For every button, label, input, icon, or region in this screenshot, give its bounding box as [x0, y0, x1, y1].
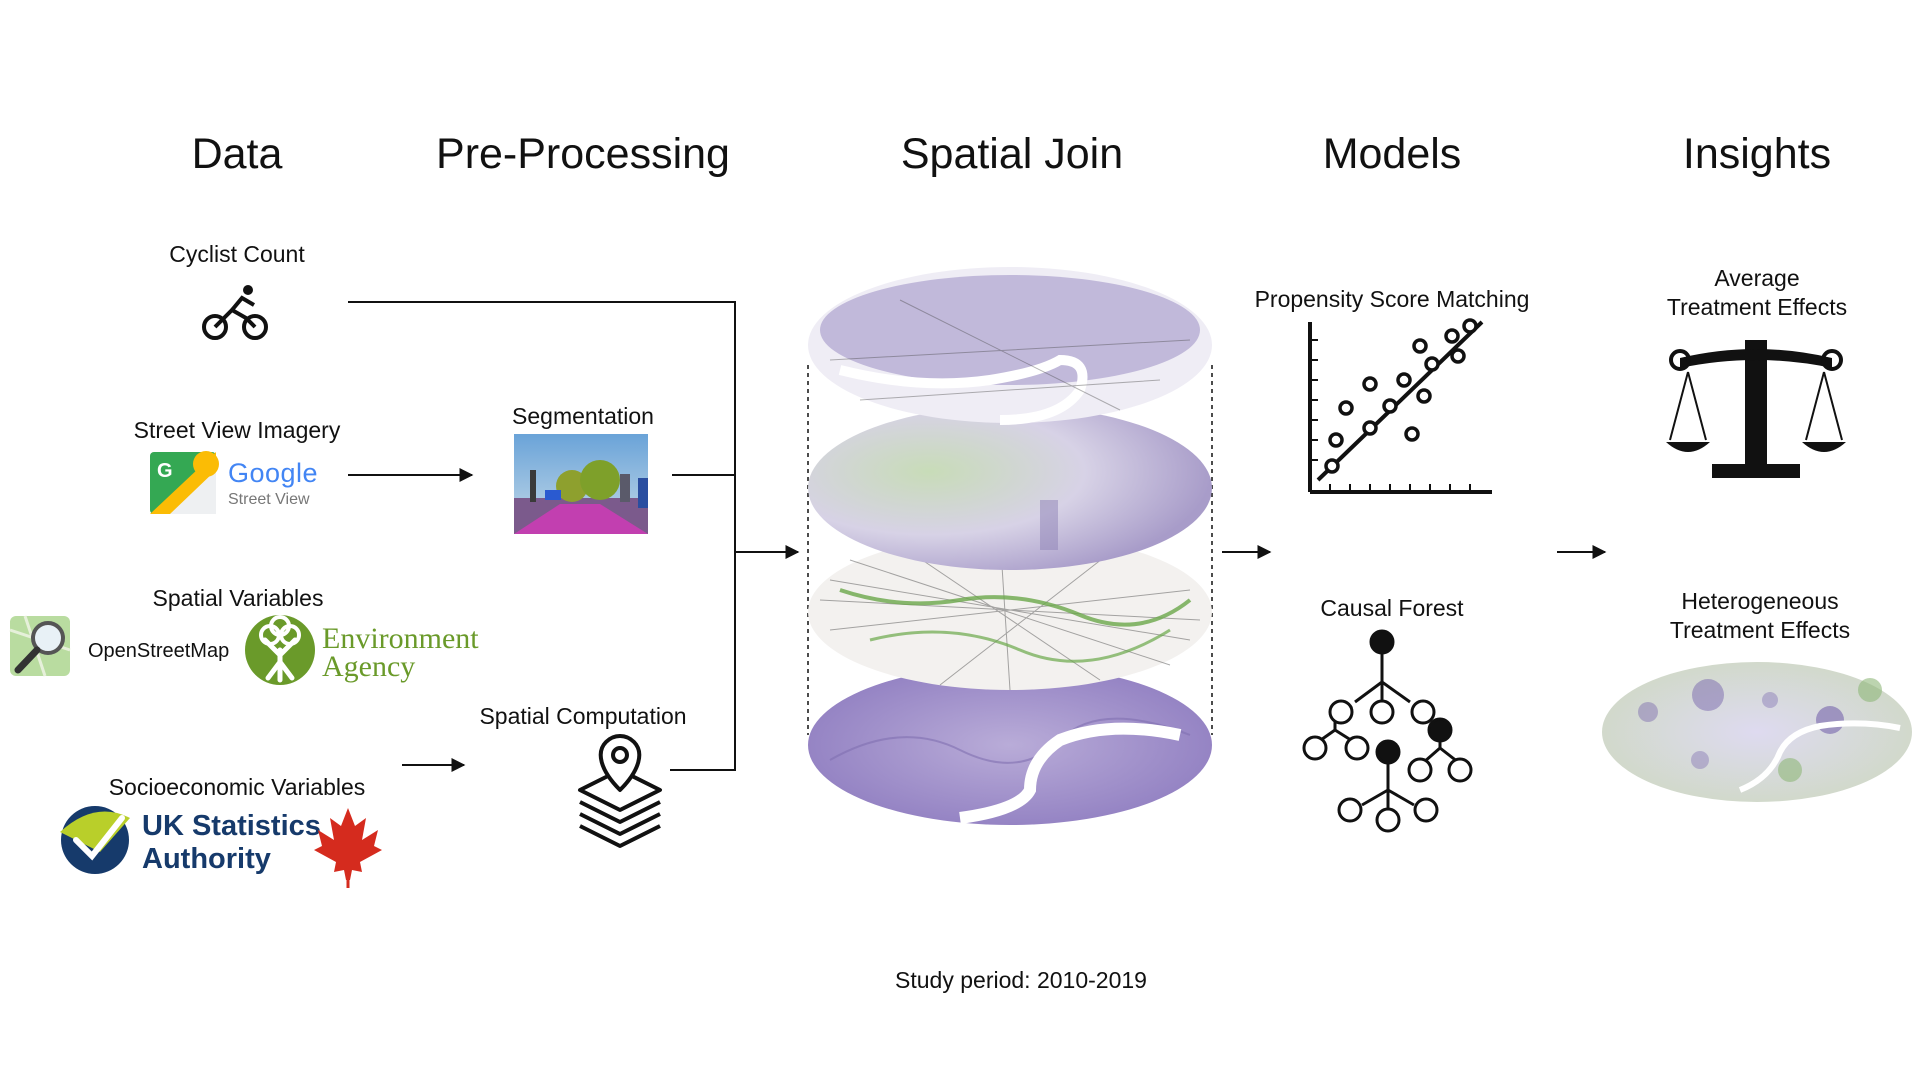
connector-lines [348, 301, 1607, 772]
layer-environment-map [808, 406, 1212, 570]
google-word: Google [228, 458, 319, 488]
column-heading-models: Models [1322, 130, 1462, 178]
spatial-join-stack [807, 267, 1213, 825]
google-street-view-icon: G [150, 451, 219, 514]
socioeconomic-variables-label: Socioeconomic Variables [108, 774, 366, 800]
balance-scale-icon [1666, 340, 1846, 478]
causal-forest-icon [1302, 629, 1473, 833]
hte-label-line2: Treatment Effects [1669, 616, 1851, 643]
bicycle-icon [202, 285, 268, 340]
study-period-text: Study period: 2010-2019 [895, 967, 1147, 993]
cyclist-connector [348, 301, 736, 771]
openstreetmap-icon [9, 615, 71, 677]
uk-statistics-authority-icon [60, 806, 130, 874]
column-heading-data: Data [191, 130, 283, 178]
environment-agency-icon [245, 615, 315, 685]
ate-label-line2: Treatment Effects [1666, 293, 1848, 320]
hte-label: Heterogeneous Treatment Effects [1550, 587, 1920, 645]
ate-label: Average Treatment Effects [1547, 264, 1920, 322]
uk-statistics-logo-text: UK Statistics [142, 810, 321, 842]
authority-logo-text: Authority [142, 843, 271, 875]
causal-forest-label: Causal Forest [1320, 595, 1464, 621]
layer-cyclist-points-map [808, 267, 1212, 425]
spatial-computation-icon [578, 734, 662, 848]
scatter-plot-icon [1308, 318, 1492, 494]
environment-logo-text: Environment [322, 622, 479, 655]
openstreetmap-label: OpenStreetMap [88, 640, 230, 662]
maple-leaf-icon [314, 808, 382, 888]
street-view-imagery-label: Street View Imagery [133, 417, 341, 443]
column-heading-preprocessing: Pre-Processing [436, 130, 730, 178]
spatial-computation-label: Spatial Computation [479, 703, 687, 729]
street-view-logo-text: Street View [228, 491, 310, 508]
column-heading-insights: Insights [1682, 130, 1832, 178]
agency-logo-text: Agency [322, 650, 416, 683]
segmentation-image [514, 434, 648, 534]
psm-label: Propensity Score Matching [1254, 286, 1530, 312]
hte-label-line1: Heterogeneous [1681, 588, 1839, 614]
svg-text:G: G [157, 460, 173, 482]
hte-map [1602, 662, 1912, 802]
ate-label-line1: Average [1714, 265, 1800, 291]
layer-socioeconomic-map [808, 665, 1212, 825]
segmentation-label: Segmentation [512, 403, 654, 429]
google-logo-text: Google [228, 458, 318, 489]
column-heading-spatial-join: Spatial Join [900, 130, 1124, 178]
spatial-variables-label: Spatial Variables [152, 585, 324, 611]
layer-street-network-map [808, 534, 1212, 691]
cyclist-count-label: Cyclist Count [169, 241, 305, 267]
